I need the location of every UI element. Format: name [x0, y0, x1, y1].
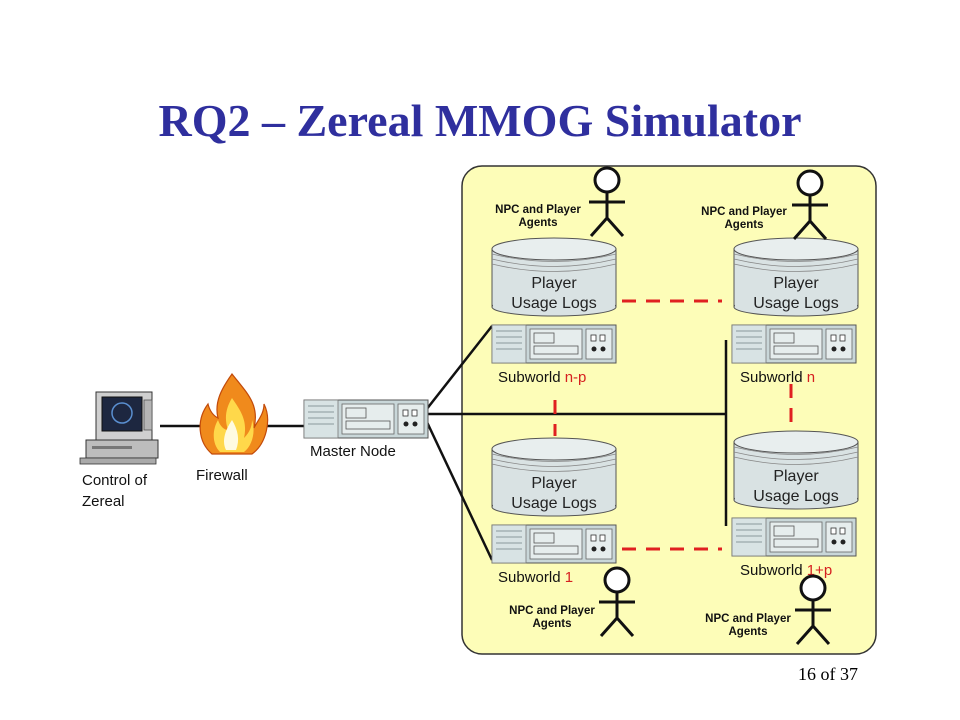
master-node-server	[303, 399, 429, 439]
subworld-np-label: Subworld n-p	[498, 369, 586, 386]
control-label-line1: Control of	[82, 472, 148, 489]
usage-logs-1p-line1: Player	[773, 468, 819, 485]
subworld-1-server	[491, 524, 617, 564]
agents-label-line2: Agents	[725, 219, 764, 231]
usage-logs-1-line2: Usage Logs	[511, 495, 596, 512]
agents-label-line1: NPC and Player	[495, 204, 581, 216]
dashed-links	[553, 299, 793, 551]
usage-logs-n-line1: Player	[773, 275, 819, 292]
usage-logs-1p-line2: Usage Logs	[753, 488, 838, 505]
agents-label-line2: Agents	[519, 217, 558, 229]
usage-logs-np-line1: Player	[531, 275, 577, 292]
master-node-label: Master Node	[310, 443, 396, 460]
slide-title: RQ2 – Zereal MMOG Simulator	[158, 95, 802, 146]
subworld-n-server	[731, 324, 857, 364]
connection-lines	[160, 325, 728, 561]
usage-logs-np-line2: Usage Logs	[511, 295, 596, 312]
agents-label-line1: NPC and Player	[701, 206, 787, 218]
computer-icon	[79, 391, 159, 465]
subworld-1p-server	[731, 517, 857, 557]
subworld-1-label: Subworld 1	[498, 569, 573, 586]
agents-label-line2: Agents	[533, 618, 572, 630]
agents-label-line2: Agents	[729, 626, 768, 638]
firewall-label: Firewall	[196, 467, 248, 484]
control-label-line2: Zereal	[82, 493, 125, 510]
agents-label-line1: NPC and Player	[705, 613, 791, 625]
usage-logs-1-line1: Player	[531, 475, 577, 492]
usage-logs-n-line2: Usage Logs	[753, 295, 838, 312]
subworld-n-label: Subworld n	[740, 369, 815, 386]
page-number: 16 of 37	[798, 664, 858, 684]
subworld-np-server	[491, 324, 617, 364]
firewall-icon	[199, 372, 269, 455]
agents-label-line1: NPC and Player	[509, 605, 595, 617]
